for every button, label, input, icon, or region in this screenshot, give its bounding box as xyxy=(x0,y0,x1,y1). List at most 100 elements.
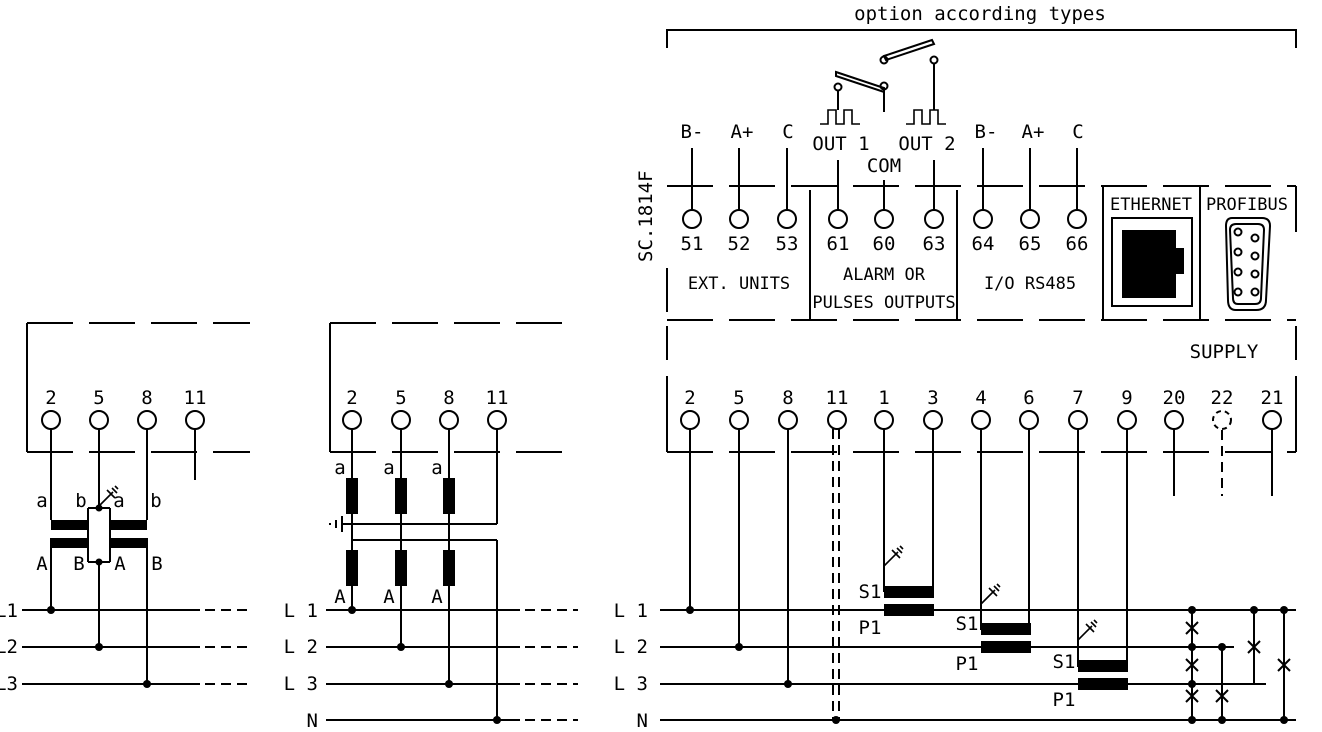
main-term-3: 3 xyxy=(927,387,938,409)
main-term-2: 2 xyxy=(684,387,695,409)
mid-wires xyxy=(342,429,498,720)
ct-s1-label: S1 xyxy=(859,581,882,603)
line-label: L 3 xyxy=(284,673,318,695)
current-transformer-1 xyxy=(883,568,934,616)
ct-p1-label: P1 xyxy=(956,653,979,675)
vt-label-a: a xyxy=(334,457,345,479)
line-label: L 2 xyxy=(614,636,648,658)
fuse-icon xyxy=(1185,621,1291,703)
left-term-8: 8 xyxy=(141,387,152,409)
sig-out1: OUT 1 xyxy=(812,133,869,155)
mid-supply-lines xyxy=(326,606,578,724)
ct-p1-label: P1 xyxy=(859,617,882,639)
left-supply-lines xyxy=(22,504,250,688)
mid-term-2: 2 xyxy=(346,387,357,409)
main-term-5: 5 xyxy=(733,387,744,409)
term-66: 66 xyxy=(1066,233,1089,255)
model-label: SC.1814F xyxy=(635,170,657,262)
profibus-port-icon xyxy=(1224,217,1272,311)
line-label: L 2 xyxy=(284,636,318,658)
profibus-label: PROFIBUS xyxy=(1206,195,1288,215)
group-alarm-1: ALARM OR xyxy=(843,265,926,285)
group-alarm-2: PULSES OUTPUTS xyxy=(812,293,955,313)
main-term-11: 11 xyxy=(826,387,849,409)
vt-label-a: a xyxy=(36,490,47,512)
main-term-9: 9 xyxy=(1121,387,1132,409)
term-63: 63 xyxy=(923,233,946,255)
line-label: L 1 xyxy=(614,600,648,622)
main-term-20: 20 xyxy=(1163,387,1186,409)
mid-term-11: 11 xyxy=(486,387,509,409)
main-term-4: 4 xyxy=(975,387,986,409)
term-64: 64 xyxy=(972,233,995,255)
relay-switch-icon xyxy=(833,38,939,112)
module-outline xyxy=(666,185,1297,360)
sig-ext-c: C xyxy=(782,121,793,143)
top-terminals xyxy=(682,209,1087,229)
ground-icon xyxy=(98,485,119,507)
vt-label-b: b xyxy=(150,490,161,512)
sig-io-c: C xyxy=(1072,121,1083,143)
line-label: L3 xyxy=(0,673,18,695)
term-51: 51 xyxy=(681,233,704,255)
top-wires xyxy=(691,148,1078,210)
group-ext-units: EXT. UNITS xyxy=(688,274,790,294)
mid-block-outline xyxy=(329,322,578,453)
line-label: N xyxy=(637,710,648,732)
right-wires xyxy=(689,429,1273,720)
current-transformer-3 xyxy=(1078,660,1128,690)
option-label: option according types xyxy=(854,3,1106,25)
main-term-7: 7 xyxy=(1072,387,1083,409)
voltage-transformer-left xyxy=(51,520,147,548)
supply-label: SUPPLY xyxy=(1190,341,1259,363)
main-term-21: 21 xyxy=(1261,387,1284,409)
term-53: 53 xyxy=(776,233,799,255)
supply-wiring xyxy=(1191,610,1285,720)
main-term-8: 8 xyxy=(782,387,793,409)
line-label: L 1 xyxy=(284,600,318,622)
vt-label-a: a xyxy=(383,457,394,479)
sig-io-a: A+ xyxy=(1022,121,1045,143)
vt-label-A: A xyxy=(431,586,443,608)
pulse-wave-icon xyxy=(820,109,860,125)
ground-icon xyxy=(329,516,343,532)
main-terminals xyxy=(680,410,1282,430)
vt-label-A: A xyxy=(36,553,48,575)
current-transformer-2 xyxy=(981,623,1031,653)
term-52: 52 xyxy=(728,233,751,255)
left-term-11: 11 xyxy=(184,387,207,409)
vt-label-B: B xyxy=(73,553,84,575)
mid-term-8: 8 xyxy=(443,387,454,409)
line-label: N xyxy=(307,710,318,732)
ct-s1-label: S1 xyxy=(956,613,979,635)
line-label: L1 xyxy=(0,600,18,622)
term-65: 65 xyxy=(1019,233,1042,255)
vt-label-a: a xyxy=(431,457,442,479)
voltage-transformer-mid xyxy=(346,478,455,586)
mid-terminals xyxy=(342,410,507,430)
main-term-22: 22 xyxy=(1211,387,1234,409)
line-label: L2 xyxy=(0,636,18,658)
vt-label-b: b xyxy=(75,490,86,512)
pulse-wave-icon xyxy=(906,109,946,125)
left-terminals xyxy=(41,410,205,430)
left-block-outline xyxy=(26,322,250,453)
ground-icon xyxy=(883,545,1098,641)
vt-label-A: A xyxy=(334,586,346,608)
line-label: L 3 xyxy=(614,673,648,695)
vt-label-A: A xyxy=(383,586,395,608)
sig-out2: OUT 2 xyxy=(898,133,955,155)
term-60: 60 xyxy=(873,233,896,255)
main-term-6: 6 xyxy=(1023,387,1034,409)
option-bracket xyxy=(666,29,1297,48)
junction-dots xyxy=(686,606,1288,724)
ct-s1-label: S1 xyxy=(1053,651,1076,673)
main-term-1: 1 xyxy=(878,387,889,409)
sig-com: COM xyxy=(867,155,901,177)
left-term-2: 2 xyxy=(45,387,56,409)
ethernet-port-icon xyxy=(1111,217,1193,307)
left-wires xyxy=(50,429,196,684)
sig-io-b: B- xyxy=(975,121,998,143)
group-io: I/O RS485 xyxy=(984,274,1076,294)
